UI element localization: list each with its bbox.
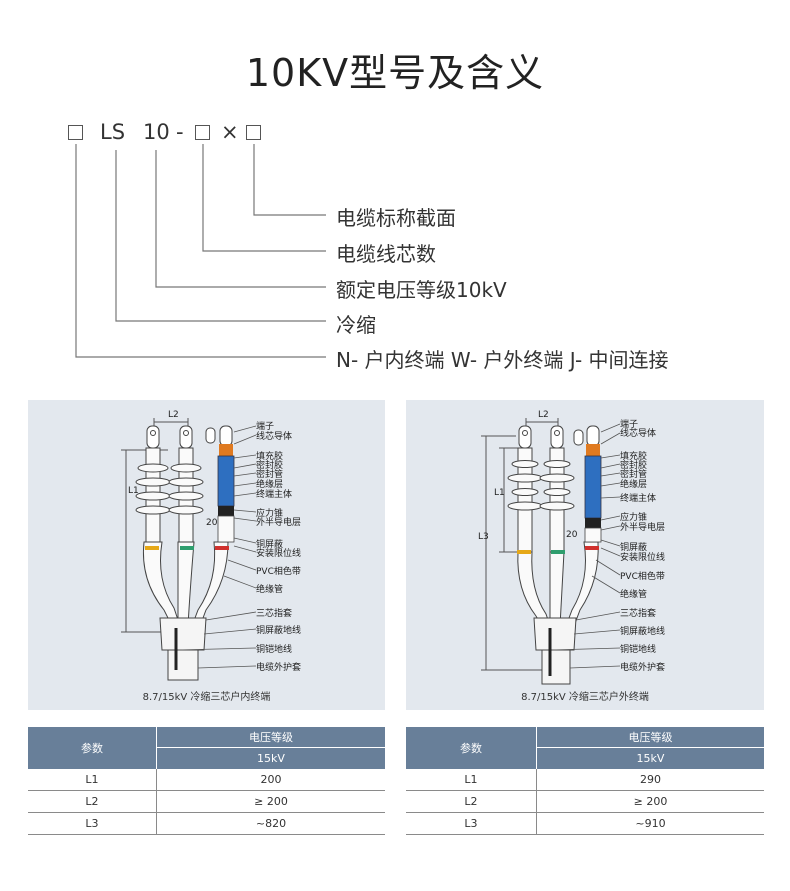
callout-pvc-tape: PVC相色带 <box>256 567 301 577</box>
table-row: L3 ~910 <box>406 812 764 835</box>
callout-outer-sheath-out: 电缆外护套 <box>620 663 666 673</box>
dim-l2-outdoor: L2 <box>538 410 549 420</box>
callout-conductor: 线芯导体 <box>256 432 293 442</box>
callout-insul-tube-out: 绝缘管 <box>620 590 648 600</box>
callout-body: 终端主体 <box>256 490 293 500</box>
table-cell-param: L3 <box>28 812 157 835</box>
callout-armor-ground-out: 铜铠地线 <box>620 645 657 655</box>
dim-l1-outdoor: L1 <box>494 488 505 498</box>
table-cell-value: 290 <box>536 769 764 791</box>
page-title: 10KV型号及含义 <box>245 51 545 95</box>
table-cell-value: ≥ 200 <box>156 790 385 813</box>
callout-glove-out: 三芯指套 <box>620 609 657 619</box>
table-cell-param: L2 <box>406 790 537 813</box>
callout-body-out: 终端主体 <box>620 494 657 504</box>
dim-l1-indoor: L1 <box>128 486 139 496</box>
table-cell-value: ~820 <box>156 812 385 835</box>
diagram-panel-indoor: L2 L1 20 端子 线芯导体 填充胶 密封胶 密封管 绝缘层 终端主体 应力… <box>28 400 385 710</box>
table-group-header: 电压等级 <box>536 727 764 748</box>
table-cell-value: 200 <box>156 769 385 791</box>
callout-armor-ground: 铜铠地线 <box>256 645 293 655</box>
table-cell-param: L1 <box>28 769 157 791</box>
callout-limit-line-out: 安装限位线 <box>620 553 666 563</box>
code-part-dash: - <box>176 120 184 144</box>
table-param-header: 参数 <box>406 727 537 769</box>
callout-sealant-out: 密封胶 <box>620 461 648 471</box>
callout-stress-cone: 应力锥 <box>256 509 284 519</box>
callout-terminal-out: 端子 <box>620 420 639 430</box>
diagram-caption-outdoor: 8.7/15kV 冷缩三芯户外终端 <box>521 692 649 703</box>
callout-glove: 三芯指套 <box>256 609 293 619</box>
dim-l3-outdoor: L3 <box>478 532 489 542</box>
table-row: L2 ≥ 200 <box>406 790 764 813</box>
callout-semicon: 外半导电层 <box>256 518 302 528</box>
meaning-cold-shrink: 冷缩 <box>336 313 376 337</box>
code-box-3 <box>246 125 261 140</box>
callout-filler-out: 填充胶 <box>620 452 648 462</box>
meaning-core-count: 电缆线芯数 <box>336 242 436 266</box>
callout-outer-sheath: 电缆外护套 <box>256 663 302 673</box>
callout-seal-tube-out: 密封管 <box>620 470 648 480</box>
table-cell-param: L1 <box>406 769 537 791</box>
code-part-voltage: 10 <box>143 120 170 144</box>
code-box-2 <box>195 125 210 140</box>
table-row: L2 ≥ 200 <box>28 790 385 813</box>
callout-terminal: 端子 <box>256 422 275 432</box>
callout-filler: 填充胶 <box>256 452 284 462</box>
table-sub-header: 15kV <box>156 747 385 769</box>
callout-seal-tube: 密封管 <box>256 470 284 480</box>
indoor-callout-leaders <box>177 425 257 669</box>
table-group-header: 电压等级 <box>156 727 385 748</box>
callout-semicon-out: 外半导电层 <box>620 523 666 533</box>
callout-limit-line: 安装限位线 <box>256 549 302 559</box>
table-row: L1 200 <box>28 769 385 791</box>
table-cell-param: L2 <box>28 790 157 813</box>
table-cell-param: L3 <box>406 812 537 835</box>
diagram-panel-outdoor: L2 L1 L3 20 端子 线芯导体 填充胶 密封胶 密封管 绝缘层 终端主体… <box>406 400 764 710</box>
callout-copper-shield-out: 铜屏蔽 <box>620 543 648 553</box>
indoor-termination-drawing <box>121 418 235 681</box>
code-leader-lines <box>75 144 326 358</box>
dim-20-indoor: 20 <box>206 518 218 528</box>
callout-pvc-tape-out: PVC相色带 <box>620 572 665 582</box>
callout-stress-cone-out: 应力锥 <box>620 513 648 523</box>
diagram-caption-indoor: 8.7/15kV 冷缩三芯户内终端 <box>142 692 271 703</box>
meaning-rated-voltage: 额定电压等级10kV <box>336 278 507 302</box>
table-sub-header: 15kV <box>536 747 764 769</box>
code-box-1 <box>68 125 83 140</box>
table-param-header: 参数 <box>28 727 157 769</box>
callout-copper-shield: 铜屏蔽 <box>256 540 284 550</box>
callout-sealant: 密封胶 <box>256 461 284 471</box>
callout-insul-tube: 绝缘管 <box>256 585 284 595</box>
callout-shield-ground: 铜屏蔽地线 <box>256 626 302 636</box>
callout-shield-ground-out: 铜屏蔽地线 <box>620 627 666 637</box>
callout-conductor-out: 线芯导体 <box>620 429 657 439</box>
table-cell-value: ≥ 200 <box>536 790 764 813</box>
callout-insulation: 绝缘层 <box>256 480 284 490</box>
dim-20-outdoor: 20 <box>566 530 578 540</box>
table-cell-value: ~910 <box>536 812 764 835</box>
dim-l2-indoor: L2 <box>168 410 179 420</box>
meaning-cross-section: 电缆标称截面 <box>336 206 456 230</box>
code-part-times: × <box>221 120 239 144</box>
spec-table-indoor: 参数 电压等级 15kV L1 200 L2 ≥ 200 L3 ~820 <box>28 727 385 835</box>
code-part-ls: LS <box>100 120 126 144</box>
table-row: L1 290 <box>406 769 764 791</box>
table-row: L3 ~820 <box>28 812 385 835</box>
spec-table-outdoor: 参数 电压等级 15kV L1 290 L2 ≥ 200 L3 ~910 <box>406 727 764 835</box>
callout-insulation-out: 绝缘层 <box>620 480 648 490</box>
outdoor-callout-leaders <box>551 423 621 669</box>
meaning-termination-types: N- 户内终端 W- 户外终端 J- 中间连接 <box>336 348 669 372</box>
outdoor-termination-drawing <box>481 418 602 685</box>
